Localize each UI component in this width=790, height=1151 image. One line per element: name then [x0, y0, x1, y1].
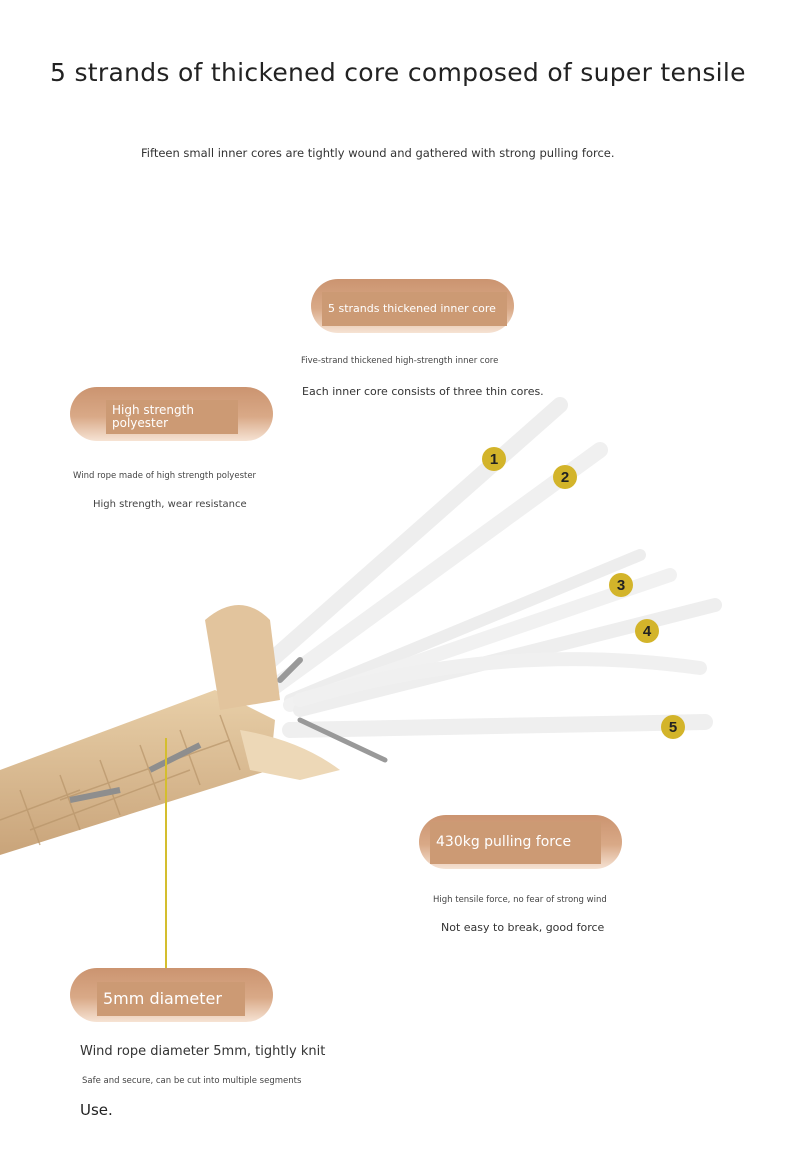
pulling-force-pill: 430kg pulling force — [419, 815, 622, 869]
polyester-pill: High strength polyester — [70, 387, 273, 441]
diameter-pointer-line — [165, 738, 167, 970]
pill-label: 430kg pulling force — [430, 822, 601, 864]
callout-text: Use. — [80, 1101, 113, 1119]
inner-core-pill: 5 strands thickened inner core — [311, 279, 514, 333]
pill-label: 5mm diameter — [97, 982, 245, 1016]
strand-badge-3: 3 — [609, 573, 633, 597]
page-subtitle: Fifteen small inner cores are tightly wo… — [141, 146, 615, 160]
callout-text: Safe and secure, can be cut into multipl… — [82, 1076, 302, 1086]
white-strands — [252, 397, 722, 763]
callout-text: Wind rope diameter 5mm, tightly knit — [80, 1044, 326, 1059]
callout-text: Five-strand thickened high-strength inne… — [301, 356, 499, 366]
diameter-pill: 5mm diameter — [70, 968, 273, 1022]
pill-label: High strength polyester — [106, 400, 238, 434]
callout-text: Wind rope made of high strength polyeste… — [73, 471, 257, 481]
callout-text: Each inner core consists of three thin c… — [302, 385, 544, 398]
strand-badge-5: 5 — [661, 715, 685, 739]
strand-badge-2: 2 — [553, 465, 577, 489]
callout-text: High tensile force, no fear of strong wi… — [433, 895, 607, 905]
callout-text: Not easy to break, good force — [441, 921, 605, 934]
callout-text: High strength, wear resistance — [93, 499, 247, 510]
strand-badge-4: 4 — [635, 619, 659, 643]
page-title: 5 strands of thickened core composed of … — [50, 58, 746, 87]
braided-rope — [0, 605, 340, 855]
strand-badge-1: 1 — [482, 447, 506, 471]
pill-label: 5 strands thickened inner core — [322, 292, 507, 326]
